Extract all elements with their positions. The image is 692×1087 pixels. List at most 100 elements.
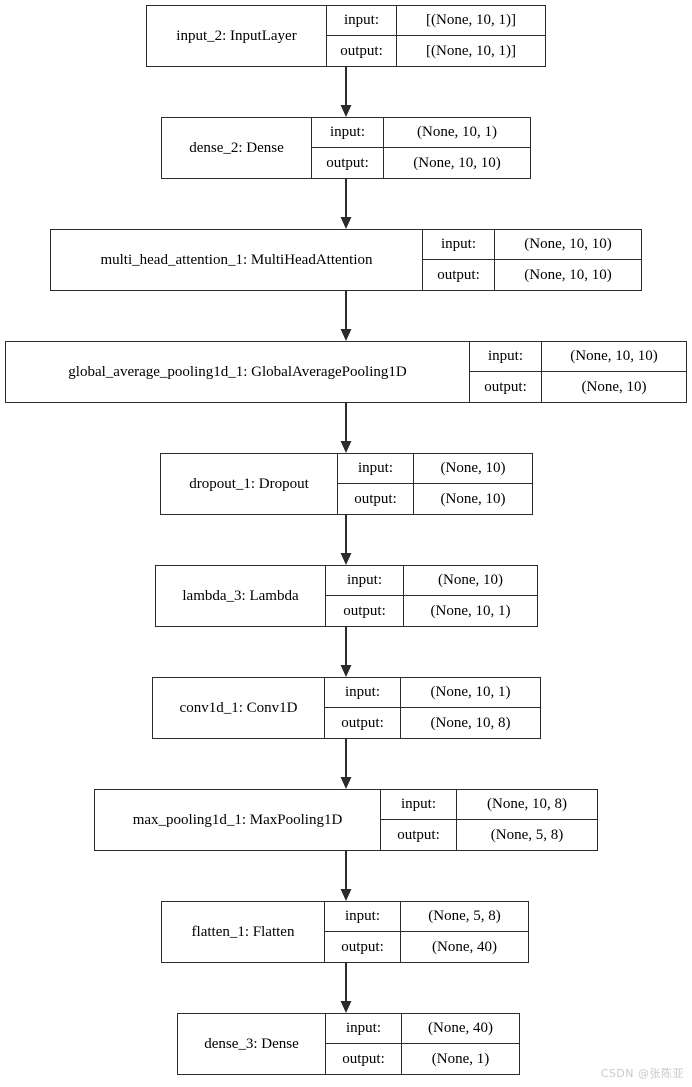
io-row-input: input: (None, 10, 10) <box>423 230 641 260</box>
io-shape-output: (None, 10, 8) <box>430 714 511 731</box>
io-shape-output: [(None, 10, 1)] <box>426 42 516 59</box>
io-row-input: input: (None, 5, 8) <box>325 902 528 932</box>
io-label-output: output: <box>325 708 401 738</box>
io-row-input: input: (None, 40) <box>326 1014 519 1044</box>
io-shape-output: (None, 40) <box>432 938 497 955</box>
layer-node-title: dense_3: Dense <box>178 1014 326 1074</box>
io-shape-input: (None, 10) <box>440 460 506 476</box>
io-row-output: output: (None, 10, 1) <box>326 596 537 626</box>
io-row-output: output:(None, 10, 10) <box>312 148 530 178</box>
layer-node-io-table: input: (None, 5, 8) output: (None, 40) <box>325 902 528 962</box>
edge-arrowhead-flatten_1-to-dense_3 <box>340 1001 352 1013</box>
io-shape-output: (None, 5, 8) <box>490 826 564 843</box>
io-row-output: output: (None, 5, 8) <box>381 820 597 850</box>
io-label-output: output: <box>326 596 404 626</box>
io-label-input: input: <box>312 118 384 147</box>
layer-node-io-table: input: (None, 40) output: (None, 1) <box>326 1014 519 1074</box>
io-row-input: input: (None, 10, 10) <box>470 342 686 372</box>
io-row-input: input: [(None, 10, 1)] <box>327 6 545 36</box>
io-shape-output: (None, 10, 10) <box>413 154 501 171</box>
layer-node-io-table: input: (None, 10, 1) output: (None, 10, 8) <box>325 678 540 738</box>
io-label-output: output: <box>381 820 457 850</box>
io-shape-input: (None, 10, 8) <box>487 796 567 812</box>
edge-arrowhead-lambda_3-to-conv1d_1 <box>340 665 352 677</box>
layer-node-io-table: input: (None, 10, 1) output:(None, 10, 10) <box>312 118 530 178</box>
edge-arrowhead-conv1d_1-to-max_pooling1d_1 <box>340 777 352 789</box>
io-row-input: input: (None, 10, 8) <box>381 790 597 820</box>
io-label-input: input: <box>325 678 401 707</box>
io-shape-input: (None, 10, 1) <box>417 124 497 140</box>
io-shape-input: (None, 5, 8) <box>428 908 501 924</box>
io-shape-output: (None, 1) <box>431 1050 490 1067</box>
layer-node-title: multi_head_attention_1: MultiHeadAttenti… <box>51 230 423 290</box>
layer-node-title: dense_2: Dense <box>162 118 312 178</box>
layer-node-io-table: input: (None, 10, 10) output: (None, 10, 10… <box>423 230 641 290</box>
io-shape-input: (None, 40) <box>428 1020 493 1036</box>
layer-node-io-table: input: (None, 10) output: (None, 10, 1) <box>326 566 537 626</box>
layer-node-global_average_pooling1d_1: global_average_pooling1d_1: GlobalAverag… <box>5 341 687 403</box>
io-shape-input: [(None, 10, 1)] <box>426 12 516 28</box>
layer-node-io-table: input: (None, 10, 10) output: (None, 10) <box>470 342 686 402</box>
io-shape-output: (None, 10, 1) <box>430 602 511 619</box>
layer-node-title: max_pooling1d_1: MaxPooling1D <box>95 790 381 850</box>
io-row-output: output: (None, 40) <box>325 932 528 962</box>
edge-arrowhead-multi_head_attention_1-to-global_average_pooling1d_1 <box>340 329 352 341</box>
layer-node-title: lambda_3: Lambda <box>156 566 326 626</box>
layer-node-io-table: input: (None, 10, 8) output: (None, 5, 8) <box>381 790 597 850</box>
layer-node-title: global_average_pooling1d_1: GlobalAverag… <box>6 342 470 402</box>
io-shape-input: (None, 10, 1) <box>430 684 511 700</box>
layer-node-title: input_2: InputLayer <box>147 6 327 66</box>
io-shape-output: (None, 10) <box>440 490 506 507</box>
layer-node-title: conv1d_1: Conv1D <box>153 678 325 738</box>
io-label-input: input: <box>327 6 397 35</box>
io-shape-output: (None, 10, 10) <box>524 266 612 283</box>
edge-arrowhead-global_average_pooling1d_1-to-dropout_1 <box>340 441 352 453</box>
io-row-output: output: (None, 10) <box>338 484 532 514</box>
io-row-input: input: (None, 10) <box>326 566 537 596</box>
io-row-output: output: (None, 1) <box>326 1044 519 1074</box>
layer-node-title: dropout_1: Dropout <box>161 454 338 514</box>
layer-node-io-table: input: [(None, 10, 1)] output: [(None, 10, … <box>327 6 545 66</box>
io-row-output: output: (None, 10) <box>470 372 686 402</box>
io-row-output: output: (None, 10, 8) <box>325 708 540 738</box>
watermark: CSDN @张陈亚 <box>600 1067 684 1080</box>
io-label-input: input: <box>470 342 542 371</box>
io-label-output: output: <box>327 36 397 66</box>
io-label-input: input: <box>326 1014 402 1043</box>
edge-arrowhead-max_pooling1d_1-to-flatten_1 <box>340 889 352 901</box>
io-label-output: output: <box>423 260 495 290</box>
io-row-output: output: (None, 10, 10) <box>423 260 641 290</box>
io-row-output: output: [(None, 10, 1)] <box>327 36 545 66</box>
io-label-input: input: <box>381 790 457 819</box>
io-shape-input: (None, 10, 10) <box>570 348 658 364</box>
layer-node-multi_head_attention_1: multi_head_attention_1: MultiHeadAttenti… <box>50 229 642 291</box>
edge-arrowhead-dense_2-to-multi_head_attention_1 <box>340 217 352 229</box>
io-row-input: input: (None, 10, 1) <box>325 678 540 708</box>
io-row-input: input: (None, 10, 1) <box>312 118 530 148</box>
layer-node-title: flatten_1: Flatten <box>162 902 325 962</box>
io-label-input: input: <box>338 454 414 483</box>
io-label-input: input: <box>423 230 495 259</box>
layer-node-io-table: input: (None, 10) output: (None, 10) <box>338 454 532 514</box>
io-label-input: input: <box>326 566 404 595</box>
io-shape-input: (None, 10, 10) <box>524 236 612 252</box>
edge-arrowhead-dropout_1-to-lambda_3 <box>340 553 352 565</box>
io-shape-output: (None, 10) <box>581 378 647 395</box>
io-label-output: output: <box>326 1044 402 1074</box>
io-row-input: input: (None, 10) <box>338 454 532 484</box>
edge-arrowhead-input_2-to-dense_2 <box>340 105 352 117</box>
io-label-output: output: <box>325 932 401 962</box>
io-label-output: output: <box>338 484 414 514</box>
io-shape-input: (None, 10) <box>438 572 503 588</box>
io-label-input: input: <box>325 902 401 931</box>
io-label-output: output: <box>470 372 542 402</box>
